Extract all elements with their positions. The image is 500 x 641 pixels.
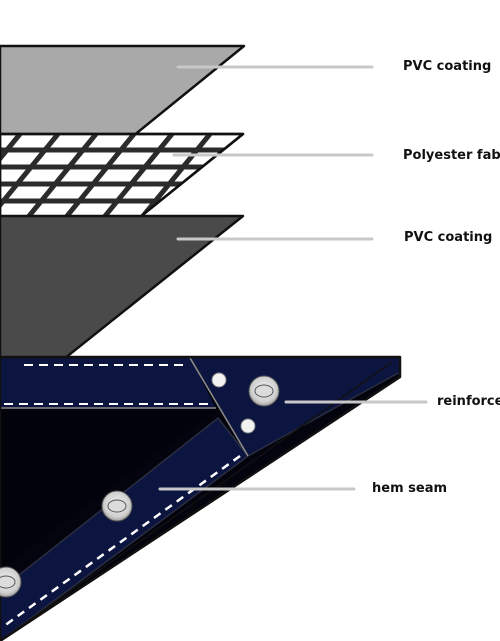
finished-tarp bbox=[0, 355, 402, 641]
grommet-edge bbox=[0, 566, 22, 598]
stitch-line-hem bbox=[3, 454, 241, 628]
label-pvc-coating-bottom: PVC coating bbox=[404, 230, 493, 245]
label-pvc-coating-top: PVC coating bbox=[403, 59, 492, 74]
label-reinforced-corner: reinforced corner bbox=[437, 394, 500, 409]
grommet-hem bbox=[101, 490, 133, 522]
hem-strip bbox=[0, 416, 250, 641]
rivet bbox=[211, 372, 227, 388]
rivet bbox=[240, 418, 256, 434]
grommet-corner bbox=[248, 375, 280, 407]
label-polyester-fabric: Polyester fabric bbox=[403, 148, 500, 163]
label-hem-seam: hem seam bbox=[372, 481, 448, 496]
callout-leaders bbox=[158, 65, 428, 491]
